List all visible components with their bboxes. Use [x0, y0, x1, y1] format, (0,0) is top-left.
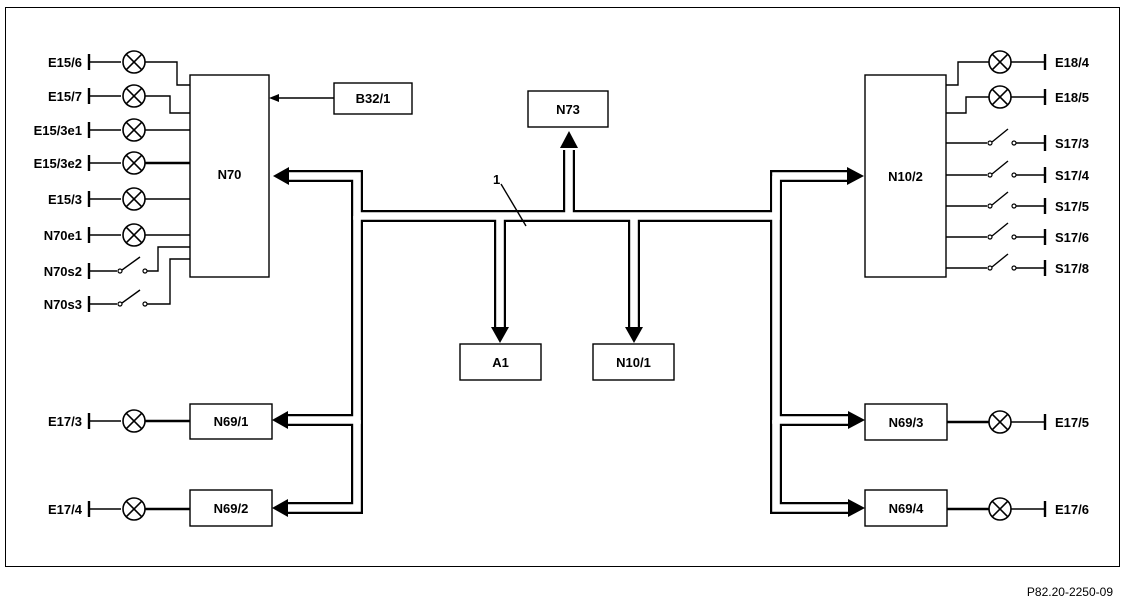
label-e18-4: E18/4 — [1055, 55, 1090, 70]
bus-label-leader — [500, 183, 527, 227]
lamp-icon — [122, 187, 146, 211]
module-n69-4-label: N69/4 — [889, 501, 924, 516]
lamp-icon — [988, 50, 1012, 74]
switch-icon — [987, 191, 1017, 209]
right-switch-s17-3: S17/3 — [946, 128, 1089, 151]
module-n69-2: N69/2 — [189, 489, 273, 527]
lamp-e17-3: E17/3 — [48, 409, 190, 433]
lamp-icon — [122, 118, 146, 142]
lamp-e17-6: E17/6 — [947, 497, 1089, 521]
left-lamp-e15-7: E15/7 — [48, 84, 190, 114]
diagram-frame — [5, 7, 1120, 567]
left-switch-n70s2: N70s2 — [44, 246, 190, 279]
arrow-to-n69-4 — [848, 499, 865, 517]
lamp-icon — [122, 151, 146, 175]
label-n70s2: N70s2 — [44, 264, 82, 279]
left-lamp-e15-6: E15/6 — [48, 50, 190, 86]
module-n10-1-label: N10/1 — [616, 355, 651, 370]
module-n73-label: N73 — [556, 102, 580, 117]
lamp-icon — [122, 223, 146, 247]
module-n10-2-label: N10/2 — [888, 169, 923, 184]
module-b32-1-label: B32/1 — [356, 91, 391, 106]
b32-1-signal — [269, 94, 334, 102]
right-switch-s17-8: S17/8 — [946, 253, 1089, 276]
right-lamp-e18-5: E18/5 — [946, 85, 1089, 114]
label-s17-6: S17/6 — [1055, 230, 1089, 245]
arrow-to-n69-2 — [272, 499, 288, 517]
label-e17-5: E17/5 — [1055, 415, 1089, 430]
left-lamp-e15-3: E15/3 — [48, 187, 190, 211]
data-bus: 1 — [272, 131, 865, 517]
label-e15-3e1: E15/3e1 — [34, 123, 82, 138]
arrow-to-n69-1 — [272, 411, 288, 429]
module-n70-label: N70 — [218, 167, 242, 182]
module-n70: N70 — [189, 74, 270, 278]
bus-label: 1 — [493, 172, 500, 187]
right-switch-s17-4: S17/4 — [946, 160, 1090, 183]
module-n69-3: N69/3 — [864, 403, 948, 441]
module-n69-3-label: N69/3 — [889, 415, 924, 430]
switch-icon — [117, 256, 148, 274]
label-n70e1: N70e1 — [44, 228, 82, 243]
lamp-icon — [122, 84, 146, 108]
module-n69-1: N69/1 — [189, 403, 273, 440]
label-s17-8: S17/8 — [1055, 261, 1089, 276]
label-e17-4: E17/4 — [48, 502, 83, 517]
label-s17-5: S17/5 — [1055, 199, 1089, 214]
module-n10-2: N10/2 — [864, 74, 947, 278]
lamp-icon — [988, 497, 1012, 521]
label-e15-7: E15/7 — [48, 89, 82, 104]
left-lamp-e15-3e2: E15/3e2 — [34, 151, 190, 175]
left-lamp-n70e1: N70e1 — [44, 223, 190, 247]
lamp-icon — [988, 85, 1012, 109]
module-b32-1: B32/1 — [333, 82, 413, 115]
right-lamp-e18-4: E18/4 — [946, 50, 1090, 86]
arrow-to-n70 — [273, 167, 289, 185]
module-n73: N73 — [527, 90, 609, 128]
label-s17-4: S17/4 — [1055, 168, 1090, 183]
module-n69-1-label: N69/1 — [214, 414, 249, 429]
arrow-to-n69-3 — [848, 411, 865, 429]
left-lamp-e15-3e1: E15/3e1 — [34, 118, 190, 142]
figure-code: P82.20-2250-09 — [1027, 585, 1113, 599]
switch-icon — [987, 160, 1017, 178]
lamp-icon — [988, 410, 1012, 434]
module-n69-2-label: N69/2 — [214, 501, 249, 516]
lamp-icon — [122, 497, 146, 521]
lamp-icon — [122, 409, 146, 433]
module-n10-1: N10/1 — [592, 343, 675, 381]
label-e17-3: E17/3 — [48, 414, 82, 429]
lamp-e17-5: E17/5 — [947, 410, 1089, 434]
left-switch-n70s3: N70s3 — [44, 258, 190, 312]
arrow-to-n10-2 — [847, 167, 864, 185]
switch-icon — [117, 289, 148, 307]
arrow-to-a1 — [491, 327, 509, 343]
switch-icon — [987, 128, 1017, 146]
lamp-icon — [122, 50, 146, 74]
label-s17-3: S17/3 — [1055, 136, 1089, 151]
module-a1-label: A1 — [492, 355, 509, 370]
label-e15-6: E15/6 — [48, 55, 82, 70]
label-e15-3: E15/3 — [48, 192, 82, 207]
lamp-e17-4: E17/4 — [48, 497, 190, 521]
label-e17-6: E17/6 — [1055, 502, 1089, 517]
switch-icon — [987, 222, 1017, 240]
label-n70s3: N70s3 — [44, 297, 82, 312]
label-e15-3e2: E15/3e2 — [34, 156, 82, 171]
right-switch-s17-6: S17/6 — [946, 222, 1089, 245]
right-switch-s17-5: S17/5 — [946, 191, 1089, 214]
arrow-to-n73 — [560, 131, 578, 148]
module-n69-4: N69/4 — [864, 489, 948, 527]
label-e18-5: E18/5 — [1055, 90, 1089, 105]
arrow-to-n10-1 — [625, 327, 643, 343]
module-a1: A1 — [459, 343, 542, 381]
switch-icon — [987, 253, 1017, 271]
